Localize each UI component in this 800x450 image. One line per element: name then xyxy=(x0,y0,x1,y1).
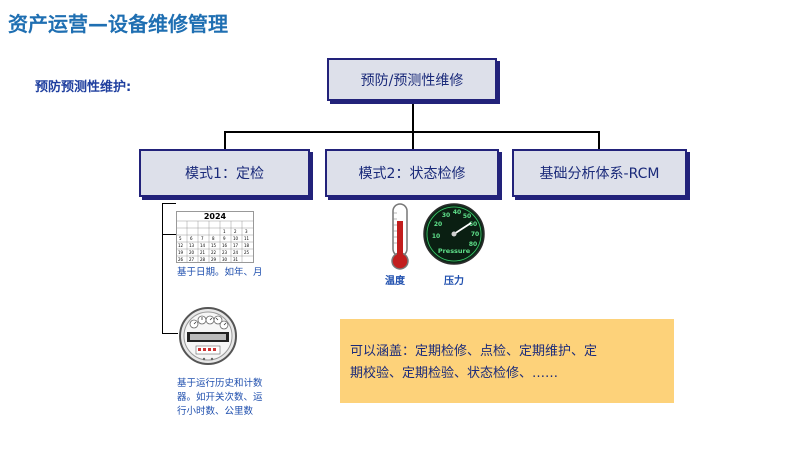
gauge-tick-label: 70 xyxy=(471,231,479,238)
gauge-tick-label: 10 xyxy=(432,233,440,240)
svg-text:21: 21 xyxy=(200,250,206,255)
root-box-label: 预防/预测性维修 xyxy=(360,72,464,89)
svg-text:7: 7 xyxy=(201,236,204,241)
mode2-box: 模式2：状态检修 xyxy=(325,149,499,197)
gauge-tick-label: 30 xyxy=(442,212,450,219)
svg-text:18: 18 xyxy=(244,243,250,248)
connector-horizontal xyxy=(224,131,599,133)
svg-text:17: 17 xyxy=(233,243,239,248)
meter-caption: 基于运行历史和计数 器。如开关次数、运 行小时数、公里数 xyxy=(177,377,263,419)
connector-branch-3 xyxy=(598,131,600,149)
svg-text:11: 11 xyxy=(244,236,250,241)
gauge-tick-label: 80 xyxy=(469,241,477,248)
svg-text:14: 14 xyxy=(200,243,206,248)
gauge-unit: Pressure xyxy=(438,247,471,255)
svg-text:16: 16 xyxy=(222,243,228,248)
counter-meter-icon xyxy=(179,307,237,365)
gauge-tick-label: 20 xyxy=(434,221,442,228)
root-box: 预防/预测性维修 xyxy=(327,58,497,101)
rcm-box-label: 基础分析体系-RCM xyxy=(539,166,660,182)
svg-text:20: 20 xyxy=(189,250,195,255)
gauge-tick-label: 40 xyxy=(453,209,461,216)
mode1-box-label: 模式1：定检 xyxy=(185,166,264,182)
connector-branch-1 xyxy=(224,131,226,149)
svg-text:8: 8 xyxy=(212,236,215,241)
meter-caption-line: 器。如开关次数、运 xyxy=(177,392,263,403)
note-line: 可以涵盖：定期检修、点检、定期维护、定 xyxy=(350,344,598,359)
svg-text:10: 10 xyxy=(233,236,239,241)
svg-text:29: 29 xyxy=(211,257,217,262)
connector-leg-vertical xyxy=(162,203,163,333)
svg-text:22: 22 xyxy=(211,250,217,255)
calendar-year: 2024 xyxy=(204,212,227,221)
rcm-box: 基础分析体系-RCM xyxy=(512,149,687,197)
connector-branch-2 xyxy=(412,131,414,149)
svg-text:2: 2 xyxy=(234,229,237,234)
svg-text:1: 1 xyxy=(223,229,226,234)
thermometer-icon xyxy=(391,203,409,270)
meter-caption-line: 基于运行历史和计数 xyxy=(177,378,263,389)
connector-leg-top xyxy=(162,203,176,204)
svg-text:26: 26 xyxy=(178,257,184,262)
meter-caption-line: 行小时数、公里数 xyxy=(177,406,254,417)
svg-text:27: 27 xyxy=(189,257,195,262)
svg-text:3: 3 xyxy=(245,229,248,234)
connector-root-down xyxy=(412,101,414,132)
svg-text:30: 30 xyxy=(222,257,228,262)
note-line: 期校验、定期检验、状态检修、…… xyxy=(350,366,559,381)
mode1-box: 模式1：定检 xyxy=(139,149,310,197)
svg-text:31: 31 xyxy=(233,257,239,262)
coverage-note: 可以涵盖：定期检修、点检、定期维护、定 期校验、定期检验、状态检修、…… xyxy=(340,319,674,403)
connector-leg-calendar xyxy=(162,234,176,235)
svg-text:9: 9 xyxy=(223,236,226,241)
svg-text:25: 25 xyxy=(244,250,250,255)
pressure-gauge-icon: 10 20 30 40 50 60 70 80 Pressure xyxy=(423,203,485,265)
svg-text:23: 23 xyxy=(222,250,228,255)
gauge-tick-label: 50 xyxy=(463,213,471,220)
svg-text:13: 13 xyxy=(189,243,195,248)
gauge-tick-label: 60 xyxy=(469,221,477,228)
svg-text:5: 5 xyxy=(179,236,182,241)
svg-text:19: 19 xyxy=(178,250,184,255)
mode2-box-label: 模式2：状态检修 xyxy=(358,166,466,182)
svg-text:15: 15 xyxy=(211,243,217,248)
svg-text:6: 6 xyxy=(190,236,193,241)
svg-text:24: 24 xyxy=(233,250,239,255)
page-title: 资产运营—设备维修管理 xyxy=(8,12,228,36)
thermometer-label: 温度 xyxy=(385,276,405,287)
svg-text:12: 12 xyxy=(178,243,184,248)
section-subtitle: 预防预测性维护: xyxy=(35,80,132,95)
calendar-caption: 基于日期。如年、月 xyxy=(177,267,263,278)
connector-leg-meter xyxy=(162,333,178,334)
pressure-label: 压力 xyxy=(444,276,464,287)
svg-text:28: 28 xyxy=(200,257,206,262)
